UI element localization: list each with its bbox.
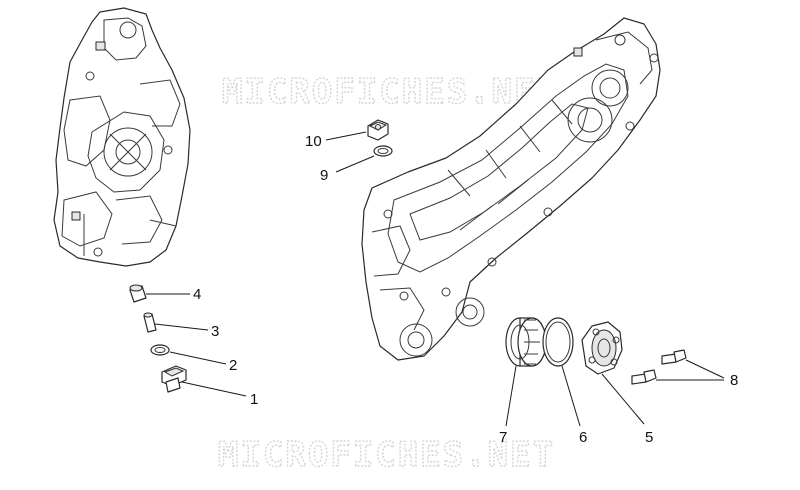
callout-5: 5 [645,429,653,446]
callout-10: 10 [305,133,322,150]
callout-9: 9 [320,167,328,184]
part-10-plug-screw [367,119,389,141]
callout-4: 4 [193,286,201,303]
leader-line-1 [181,381,247,397]
part-9-o-ring [373,145,393,157]
leader-line-6 [561,365,581,427]
left-crankcase-half [53,7,191,267]
leader-line-3 [154,323,209,331]
watermark-bottom: MICROFICHES.NET [218,435,555,475]
callout-8: 8 [730,372,738,389]
callout-6: 6 [579,429,587,446]
part-8-screw-upper [661,349,687,365]
leader-line-8a [685,359,725,379]
callout-7: 7 [499,429,507,446]
part-4-bushing [129,284,147,303]
part-1-drain-plug [161,365,187,393]
watermark-top: MICROFICHES.NET [222,72,559,112]
leader-line-2 [169,351,227,365]
part-5-filter-cover [581,321,623,375]
part-8-screw-lower [631,369,657,385]
leader-line-9 [335,155,375,173]
leader-line-5 [601,373,645,425]
part-2-sealing-washer [150,344,170,356]
leader-line-10 [325,131,367,141]
callout-2: 2 [229,357,237,374]
part-6-o-ring [542,317,574,367]
part-3-dowel-pin [143,312,157,333]
right-crankcase-half [361,17,661,361]
callout-1: 1 [250,391,258,408]
part-7-filter-cartridge [505,317,547,367]
callout-3: 3 [211,323,219,340]
leader-line-7 [505,365,517,427]
